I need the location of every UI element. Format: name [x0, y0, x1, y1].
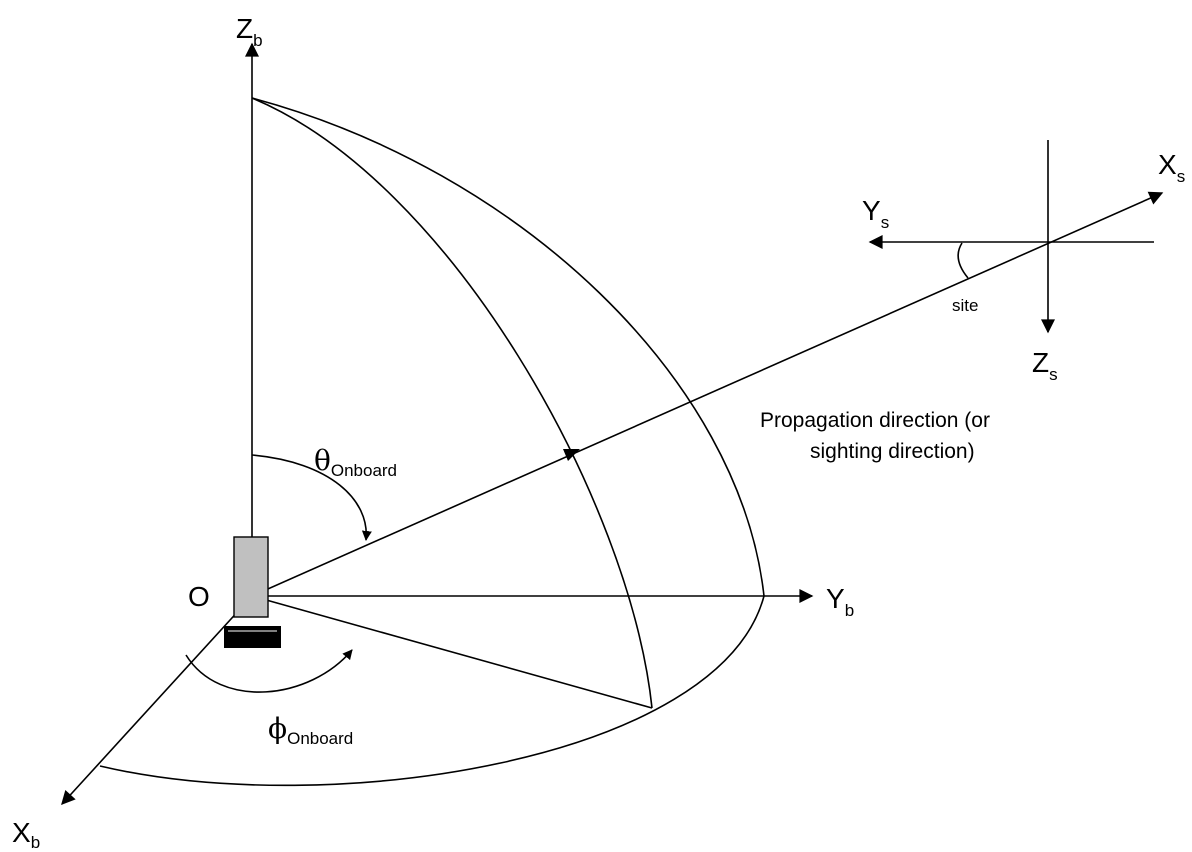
xb-label: Xb	[12, 817, 40, 852]
yb-label: Yb	[826, 583, 854, 620]
theta-label: θOnboard	[314, 444, 397, 480]
phi-label: ϕOnboard	[268, 712, 353, 748]
origin-label: O	[188, 581, 210, 612]
projection-line	[251, 595, 653, 709]
antenna-base	[224, 626, 281, 648]
horizontal-arc	[99, 595, 765, 787]
theta-angle-arc	[251, 454, 372, 541]
xb-axis	[61, 595, 253, 806]
zs-label: Zs	[1032, 347, 1058, 384]
propagation-caption-line2: sighting direction)	[810, 440, 975, 463]
site-angle-arc	[957, 242, 969, 279]
outer-meridian-arc	[251, 97, 765, 597]
propagation-line	[251, 191, 1164, 597]
inner-meridian-arc	[251, 97, 653, 709]
site-label: site	[952, 296, 978, 315]
propagation-caption-line1: Propagation direction (or	[760, 409, 990, 432]
antenna-body	[233, 536, 269, 618]
phi-angle-arc	[185, 649, 353, 693]
zb-label: Zb	[236, 13, 263, 50]
xs-label: Xs	[1158, 149, 1185, 186]
propagation-mid-arrow	[563, 449, 580, 461]
ys-label: Ys	[862, 195, 889, 232]
